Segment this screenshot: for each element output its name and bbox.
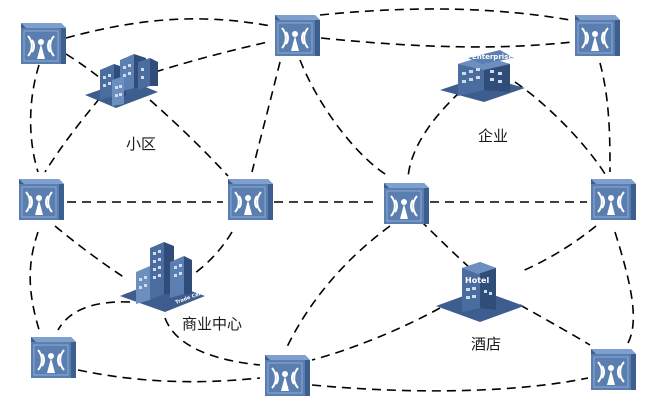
hotel-label: 酒店 bbox=[471, 335, 502, 353]
link-ap4-ap8 bbox=[29, 231, 41, 334]
link-ap8-ap9 bbox=[77, 369, 261, 383]
enterprise-label: 企业 bbox=[478, 127, 509, 145]
wireless-ap-icon bbox=[590, 348, 637, 391]
link-ap1-ap4 bbox=[29, 64, 40, 173]
skyscraper-icon: Trade Center bbox=[120, 242, 211, 312]
hotel-tower-icon: Hotel bbox=[436, 262, 524, 322]
wireless-ap-icon bbox=[264, 354, 311, 397]
wireless-ap-icon bbox=[20, 22, 67, 65]
link-business-ap9 bbox=[164, 317, 261, 366]
link-enterprise-ap7 bbox=[514, 81, 606, 175]
wireless-ap-icon bbox=[590, 178, 637, 221]
link-enterprise-ap6 bbox=[407, 91, 461, 179]
link-ap3-ap2b bbox=[320, 37, 573, 48]
link-ap3-ap6 bbox=[299, 59, 391, 178]
apartment-buildings-icon bbox=[85, 54, 158, 108]
link-residential-ap3 bbox=[154, 41, 269, 73]
link-ap1-residential bbox=[65, 53, 101, 79]
wireless-ap-icon bbox=[383, 182, 430, 225]
link-ap4-business bbox=[54, 225, 126, 279]
wireless-ap-icon bbox=[227, 178, 274, 221]
link-ap6-hotel bbox=[419, 219, 471, 269]
wireless-ap-icon bbox=[574, 14, 621, 57]
wireless-ap-icon bbox=[30, 336, 77, 379]
business-center-label: 商业中心 bbox=[182, 315, 243, 333]
hotel-sign: Hotel bbox=[465, 276, 489, 285]
link-ap9-ap10 bbox=[311, 377, 589, 392]
link-ap3-ap2 bbox=[319, 8, 571, 21]
link-business-ap8 bbox=[57, 301, 131, 331]
link-ap1-ap3 bbox=[65, 18, 272, 39]
link-ap7-hotel bbox=[519, 225, 597, 273]
residential-label: 小区 bbox=[126, 135, 157, 153]
link-residential-ap5 bbox=[149, 99, 229, 177]
office-building-icon: Enterprise bbox=[440, 50, 525, 102]
link-ap5-business bbox=[187, 231, 233, 279]
link-residential-ap4 bbox=[44, 97, 101, 173]
link-ap6-ap9 bbox=[286, 225, 391, 348]
link-ap2-ap7 bbox=[599, 62, 611, 173]
wireless-ap-icon bbox=[18, 178, 65, 221]
link-ap7-ap10 bbox=[614, 231, 635, 344]
link-hotel-ap10 bbox=[519, 304, 591, 346]
link-hotel-ap9 bbox=[311, 307, 441, 361]
enterprise-sign: Enterprise bbox=[472, 53, 513, 61]
link-ap3-ap5 bbox=[251, 61, 281, 173]
wireless-ap-icon bbox=[274, 14, 321, 57]
network-links bbox=[29, 8, 635, 392]
